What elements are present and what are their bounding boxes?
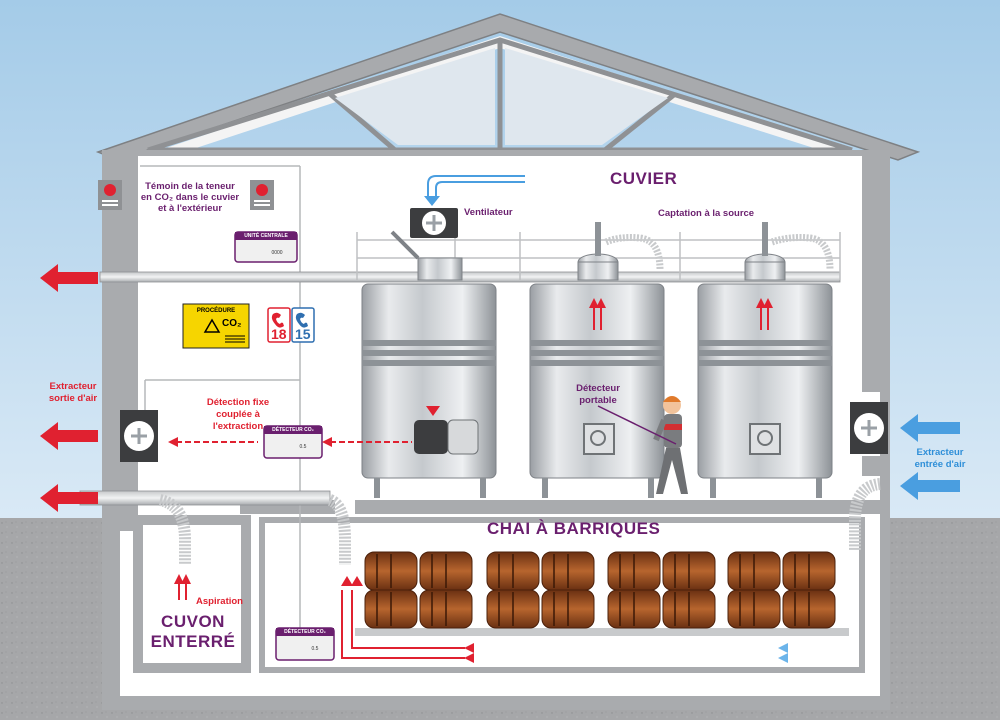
aspiration-up-arrows: [174, 574, 191, 600]
worker: [653, 396, 688, 494]
phone-samu-icon: [291, 307, 315, 343]
label-chai-a-barriques: CHAI À BARRIQUES: [487, 519, 661, 538]
exhaust-pipe-top: [99, 271, 841, 283]
label-extracteur-entree-line1: Extracteur: [916, 447, 964, 458]
intake-arrow-lower: [900, 472, 960, 500]
tank3-upflow: [756, 298, 773, 330]
label-extracteur-entree-line2: entrée d'air: [914, 459, 966, 470]
cellar-detector-value: 0.5: [311, 646, 319, 652]
barrels: [364, 551, 836, 629]
exhaust-fan-left: [120, 410, 158, 462]
exhaust-arrow-bottom: [40, 484, 98, 512]
source-capture-ducts: [604, 234, 834, 271]
cellar-co2-detector: [275, 627, 335, 661]
phone-samu-number: 15: [295, 326, 311, 342]
tank-2: [529, 222, 665, 498]
fixed-detector-value: 0.5: [299, 444, 307, 450]
fixed-co2-detector: [263, 425, 323, 459]
central-unit-value: 0000: [271, 250, 283, 256]
label-extracteur-sortie-line1: Extracteur: [49, 381, 97, 392]
label-cuvon-line2: ENTERRÉ: [150, 632, 236, 651]
label-detection-fixe-line1: Détection fixe: [206, 397, 270, 408]
cellar-flow-lines: [341, 565, 863, 659]
label-extracteur-sortie-line2: sortie d'air: [48, 393, 98, 404]
cellar-detector-title: DÉTECTEUR CO₂: [284, 629, 326, 635]
label-ventilateur: Ventilateur: [464, 207, 513, 218]
label-captation: Captation à la source: [658, 208, 755, 219]
intake-arrow-upper: [900, 414, 960, 442]
central-unit-title: UNITÉ CENTRALE: [244, 233, 288, 239]
tank-3: [697, 222, 833, 498]
procedure-co2: CO₂: [222, 318, 242, 329]
tank2-upflow: [589, 298, 606, 330]
ventilator-fan: [410, 208, 458, 238]
intake-fan-right: [850, 402, 888, 454]
exhaust-arrow-top: [40, 264, 98, 292]
phone-fire-number: 18: [271, 326, 287, 342]
warning-light-left: [98, 180, 122, 210]
ventilator-flow-arrow: [424, 175, 525, 206]
label-temoin: Témoin de la teneur en CO₂ dans le cuvie…: [140, 181, 240, 214]
label-detecteur-portable-line2: portable: [579, 395, 617, 406]
warning-light-right: [250, 180, 274, 210]
procedure-title: PROCÉDURE: [196, 308, 236, 314]
label-detection-fixe-line2: couplée à: [216, 409, 260, 420]
label-detecteur-portable-line1: Détecteur: [576, 383, 620, 394]
label-aspiration: Aspiration: [196, 596, 243, 607]
label-cuvier: CUVIER: [610, 169, 678, 188]
portable-detector-leader: [597, 405, 677, 445]
phone-fire-icon: [267, 307, 291, 343]
label-cuvon-line1: CUVON: [161, 612, 225, 631]
fixed-detector-title: DÉTECTEUR CO₂: [272, 427, 314, 433]
barrel-racks: [355, 628, 849, 636]
tank1-downflow-arrowhead: [426, 406, 440, 416]
fixed-detection-flow-arrows: [168, 437, 412, 447]
cellar-flow-arrowheads: [341, 576, 788, 663]
central-unit: [234, 231, 298, 263]
tank1-downflow: [429, 290, 438, 410]
procedure-sign: [182, 303, 250, 349]
exhaust-arrow-middle: [40, 422, 98, 450]
label-detection-fixe-line3: l'extraction: [212, 421, 264, 432]
